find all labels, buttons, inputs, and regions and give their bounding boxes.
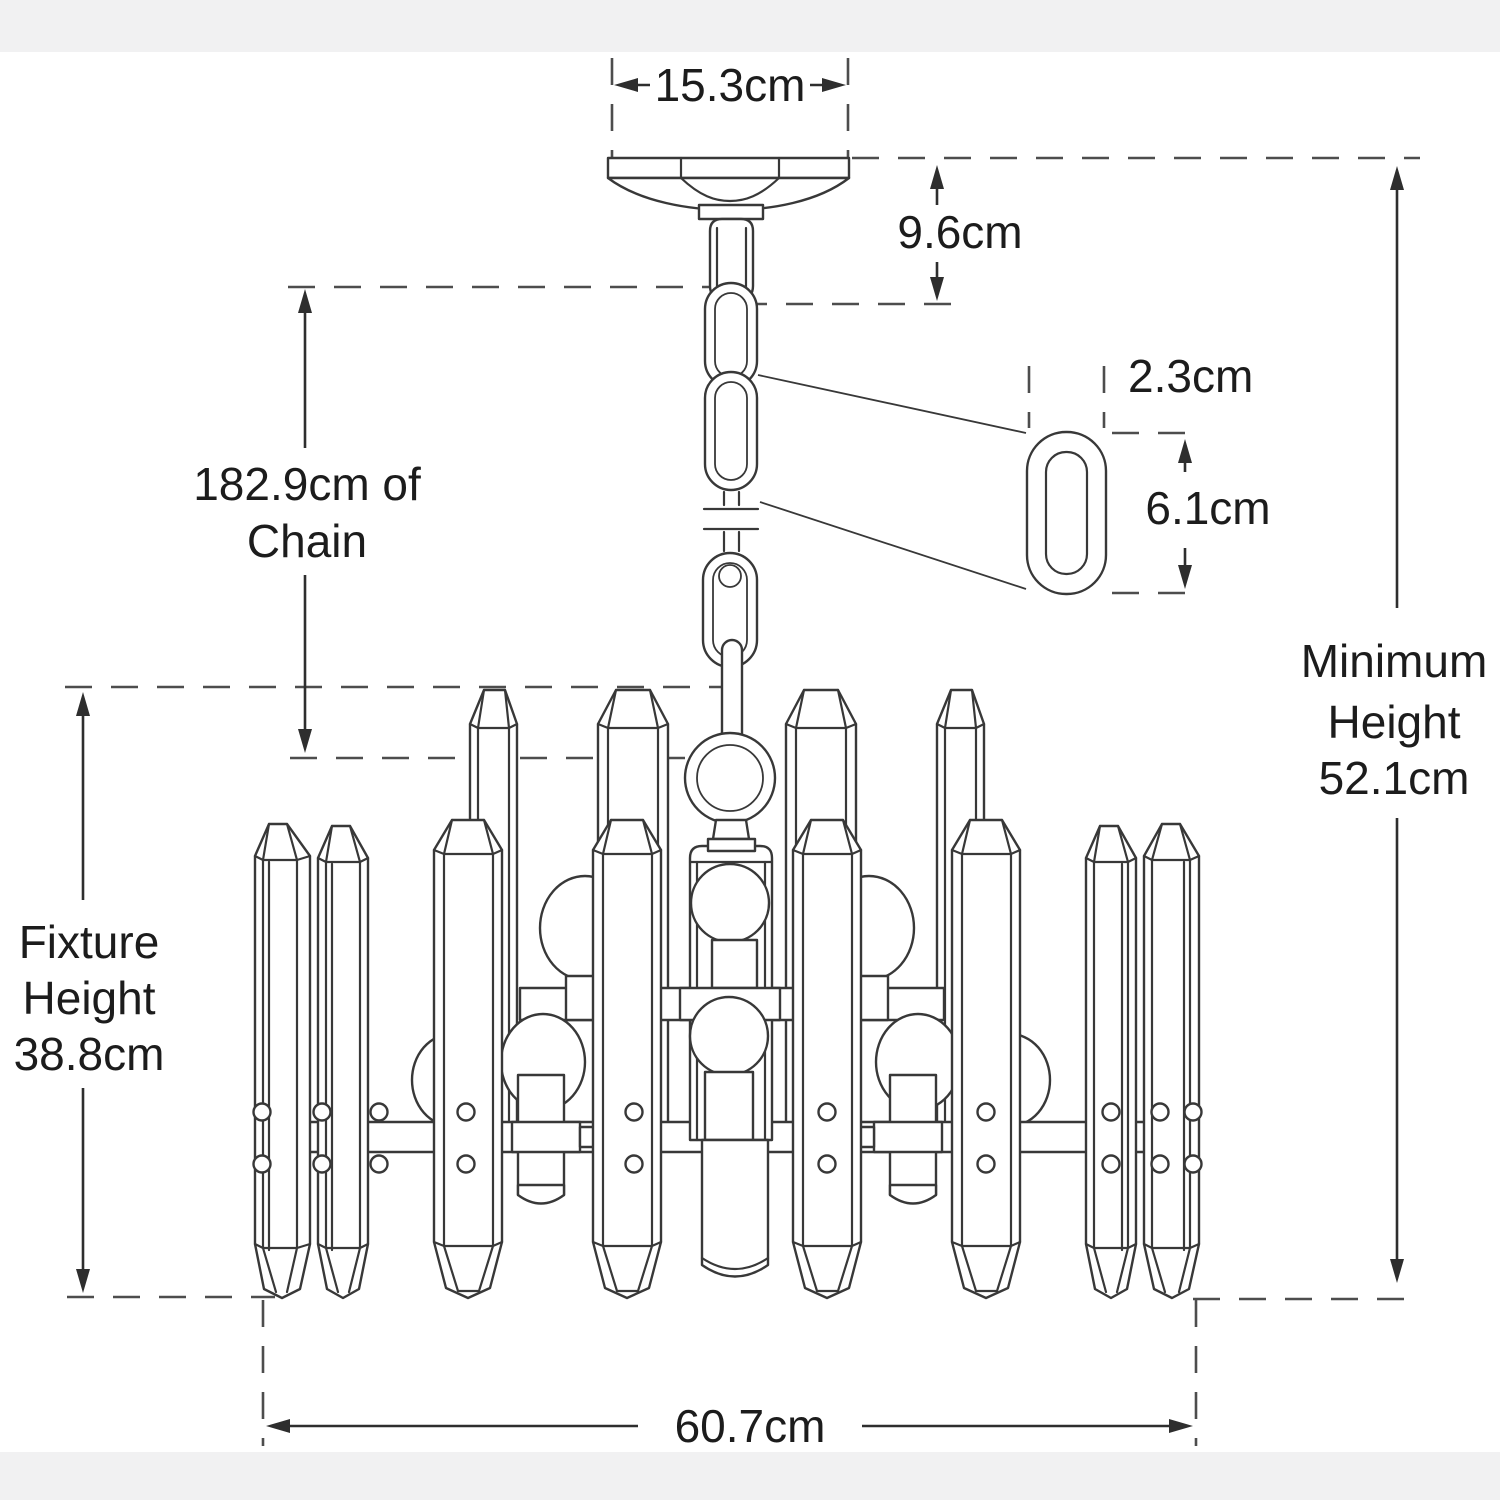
arrowhead-right <box>1169 1419 1193 1433</box>
hanging-chain <box>683 281 777 853</box>
crystal-bar <box>432 818 504 1300</box>
arrowhead-up <box>930 165 944 189</box>
arrowhead-up <box>76 692 90 716</box>
ring-neck <box>711 818 751 841</box>
canopy-collar <box>697 203 765 221</box>
canopy-drop-label: 9.6cm <box>897 206 1022 258</box>
front-crystal-bars <box>253 818 1201 1300</box>
ceiling-canopy <box>606 156 851 300</box>
min-height-label-line1: Minimum <box>1301 635 1488 687</box>
arrowhead-up <box>1390 166 1404 190</box>
arrowhead-up <box>1178 439 1192 463</box>
chain-length-label-line2: Chain <box>247 515 367 567</box>
arrowhead-down <box>930 277 944 301</box>
detail-leader-line <box>759 501 1027 590</box>
chain-link <box>703 370 759 492</box>
chain-length-label-line1: 182.9cm of <box>193 458 421 510</box>
rail-rivets <box>252 1102 1203 1174</box>
fixture-width-label: 60.7cm <box>675 1400 826 1452</box>
fixture-height-label-line3: 38.8cm <box>14 1028 165 1080</box>
bulb <box>689 862 771 944</box>
bulb <box>688 995 770 1077</box>
center-socket-tube <box>700 1138 770 1278</box>
hanging-ring <box>683 731 777 825</box>
top-letterbox-band <box>0 0 1500 52</box>
detail-leader-line <box>757 374 1027 434</box>
candle-socket <box>710 938 759 990</box>
detail-link-inner <box>1044 450 1089 576</box>
edge-on-link <box>718 564 742 588</box>
bottom-letterbox-band <box>0 1452 1500 1500</box>
fixture-height-label-line2: Height <box>23 972 156 1024</box>
arrowhead-up <box>298 289 312 313</box>
reference-dashed-lines <box>65 58 1420 1446</box>
link-height-label: 6.1cm <box>1145 482 1270 534</box>
dimension-annotations: 15.3cm 9.6cm 2.3cm 6.1cm 182.9cm of Chai… <box>14 59 1488 1452</box>
crystal-bar <box>791 818 863 1300</box>
fixture-height-label-line1: Fixture <box>19 916 160 968</box>
min-height-label-line3: 52.1cm <box>1319 752 1470 804</box>
arrowhead-left <box>614 78 638 92</box>
arrowhead-down <box>298 729 312 753</box>
chain-link-detail <box>757 374 1108 596</box>
chain-continuation-stubs <box>722 490 741 553</box>
arrowhead-right <box>822 78 846 92</box>
link-width-label: 2.3cm <box>1128 350 1253 402</box>
crystal-bar <box>1084 824 1138 1300</box>
central-column <box>678 844 782 1278</box>
min-height-label-line2: Height <box>1328 696 1461 748</box>
arrowhead-left <box>266 1419 290 1433</box>
crystal-bar <box>591 818 663 1300</box>
arrowhead-down <box>76 1269 90 1293</box>
crystal-bar <box>1142 822 1201 1300</box>
arrowhead-down <box>1390 1259 1404 1283</box>
arrowhead-down <box>1178 565 1192 589</box>
candle-socket <box>703 1070 755 1142</box>
crystal-bar <box>950 818 1022 1300</box>
crystal-bar <box>316 824 370 1300</box>
detail-link-outer <box>1025 430 1108 596</box>
canopy-width-label: 15.3cm <box>655 59 806 111</box>
